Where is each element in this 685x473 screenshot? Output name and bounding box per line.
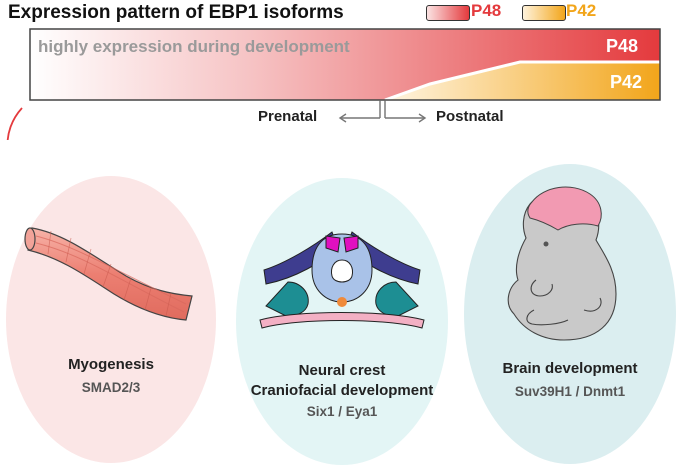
panel-subtitle-brain: Suv39H1 / Dnmt1 xyxy=(514,384,626,399)
postnatal-label: Postnatal xyxy=(436,108,504,125)
expression-bar xyxy=(6,28,661,140)
panel-title-craniofacial: Craniofacial development xyxy=(250,382,434,399)
prenatal-arrow xyxy=(338,113,380,123)
panel-title-brain: Brain development xyxy=(502,360,638,377)
embryo-brain-icon xyxy=(507,186,617,341)
bar-caption: highly expression during development xyxy=(38,37,350,56)
neural-crest-icon xyxy=(259,231,425,329)
bar-label-p48: P48 xyxy=(606,36,639,56)
legend-swatch-p42 xyxy=(522,5,566,21)
p42-region xyxy=(385,62,660,100)
panel-title-myogenesis: Myogenesis xyxy=(68,356,154,373)
legend-label-p48: P48 xyxy=(471,1,502,20)
postnatal-arrow xyxy=(385,113,427,123)
page-title: Expression pattern of EBP1 isoforms xyxy=(8,2,344,23)
bar-label-p42: P42 xyxy=(610,72,643,92)
prenatal-label: Prenatal xyxy=(258,108,318,125)
legend-label-p42: P42 xyxy=(566,1,597,20)
panel-subtitle-myogenesis: SMAD2/3 xyxy=(81,380,141,395)
panel-myogenesis: Myogenesis SMAD2/3 xyxy=(6,176,216,463)
panel-title-neural-crest: Neural crest xyxy=(298,362,386,379)
curved-red-arrow xyxy=(6,107,23,140)
panel-neural-crest: Neural crest Craniofacial development Si… xyxy=(236,178,448,465)
legend-swatch-p48 xyxy=(426,5,470,21)
panel-subtitle-neural-crest: Six1 / Eya1 xyxy=(306,404,378,419)
muscle-fiber-icon xyxy=(24,227,193,321)
panel-brain-development: Brain development Suv39H1 / Dnmt1 xyxy=(464,164,676,464)
p48-region xyxy=(30,29,660,100)
